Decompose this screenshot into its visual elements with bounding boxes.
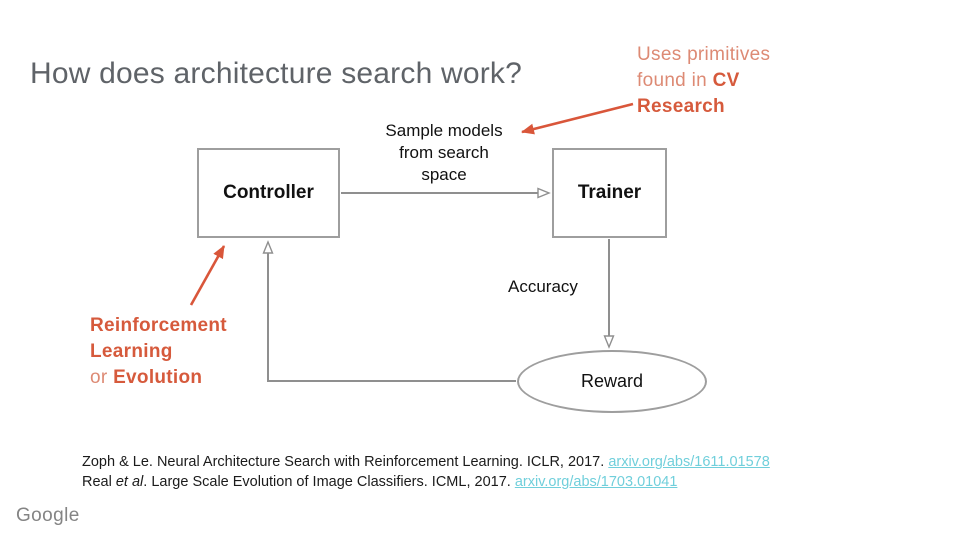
- reward-label: Reward: [580, 371, 644, 391]
- reward-to-controller-arrow: [268, 243, 516, 382]
- slide-title: How does architecture search work?: [30, 57, 523, 90]
- sample-models-label: Sample models from search space: [385, 121, 503, 184]
- note-reinforcement-learning: Reinforcement Learning or Evolution: [90, 313, 227, 391]
- note-primitives-line2: found in CV: [637, 70, 740, 91]
- citation-2-etal: et al: [115, 473, 144, 490]
- accuracy-label: Accuracy: [508, 277, 578, 296]
- note-rl-line3: or Evolution: [90, 367, 203, 388]
- controller-node: Controller: [197, 148, 340, 238]
- controller-label: Controller: [223, 182, 314, 203]
- note-uses-primitives: Uses primitives found in CV Research: [637, 42, 770, 120]
- note-rl-line2: Learning: [90, 341, 173, 362]
- citation-2-pre: Real: [82, 473, 116, 490]
- citation-1-text: Zoph & Le. Neural Architecture Search wi…: [82, 454, 609, 470]
- trainer-node: Trainer: [552, 148, 667, 238]
- citation-row-2: Real et al. Large Scale Evolution of Ima…: [82, 473, 770, 493]
- note-primitives-line1: Uses primitives: [637, 44, 771, 65]
- citation-2-post: . Large Scale Evolution of Image Classif…: [143, 473, 515, 490]
- note-rl-line1: Reinforcement: [90, 315, 227, 336]
- citation-2-link[interactable]: arxiv.org/abs/1703.01041: [514, 473, 678, 490]
- reward-node: Reward: [517, 350, 707, 413]
- trainer-label: Trainer: [577, 182, 642, 203]
- google-logo: Google: [16, 505, 80, 526]
- primitives-annotation-arrow: [521, 102, 634, 135]
- rl-annotation-arrow: [189, 245, 226, 306]
- note-primitives-line3: Research: [637, 96, 725, 117]
- citation-row-1: Zoph & Le. Neural Architecture Search wi…: [82, 453, 770, 473]
- citation-1-link[interactable]: arxiv.org/abs/1611.01578: [608, 454, 770, 470]
- citations: Zoph & Le. Neural Architecture Search wi…: [82, 453, 770, 492]
